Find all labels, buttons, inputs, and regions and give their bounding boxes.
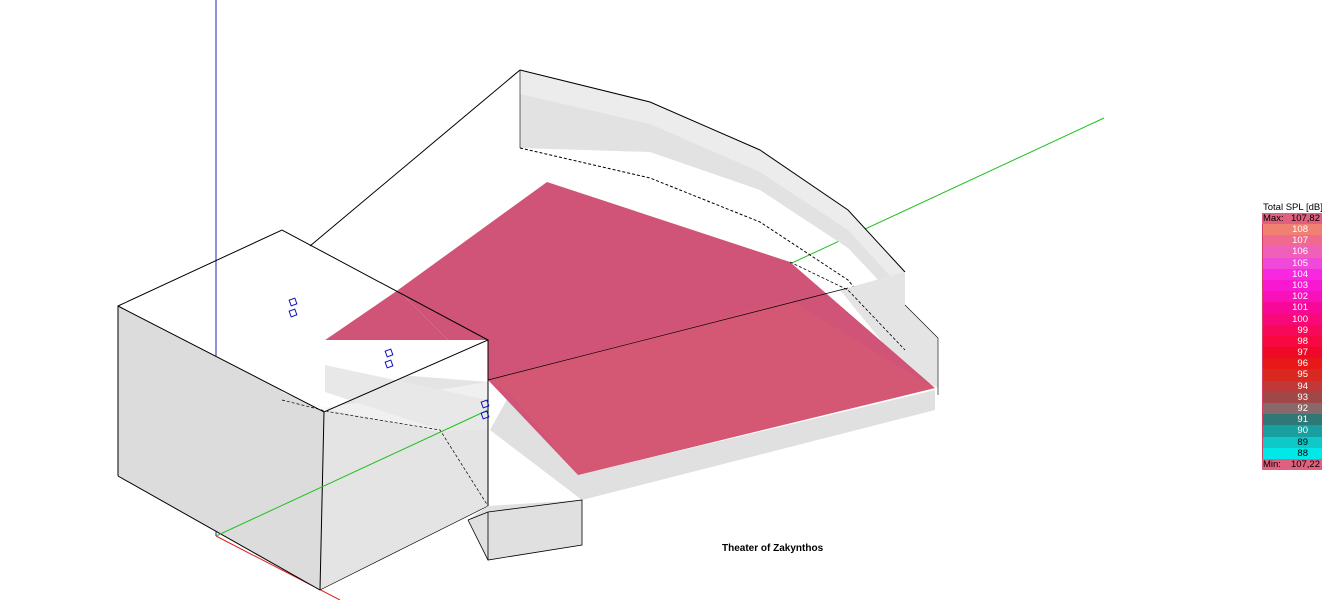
legend-level-label: 89: [1297, 436, 1308, 448]
legend-level-row: 104: [1262, 268, 1322, 280]
legend-level-row: 95: [1262, 369, 1322, 381]
legend-min-value: 107,22: [1290, 458, 1320, 470]
legend-level-label: 103: [1292, 279, 1308, 291]
y-axis-front: [215, 409, 489, 537]
stage-box-left-face: [118, 306, 324, 590]
roof-edge: [309, 69, 521, 247]
legend-level-label: 94: [1297, 380, 1308, 392]
legend-level-label: 98: [1297, 335, 1308, 347]
legend-level-label: 91: [1297, 414, 1308, 426]
stage-box-edge-bottom: [117, 475, 321, 591]
spl-seating-front-shade: [488, 300, 935, 475]
sound-source-icon[interactable]: [288, 297, 490, 420]
legend-level-row: 94: [1262, 380, 1322, 392]
legend-level-label: 92: [1297, 403, 1308, 414]
legend-level-label: 88: [1297, 447, 1308, 459]
legend-level-row: 100: [1262, 313, 1322, 325]
legend-level-label: 93: [1297, 391, 1308, 403]
legend-level-label: 101: [1292, 302, 1308, 314]
front-step-box: [468, 500, 582, 560]
stage-box-edge-front-vertical: [319, 411, 325, 591]
back-wall: [520, 70, 905, 308]
legend-level-label: 99: [1297, 324, 1308, 336]
legend-level-label: 104: [1292, 268, 1308, 280]
legend-level-label: 102: [1292, 291, 1308, 303]
proscenium-lower: [325, 365, 488, 430]
legend-level-row: 93: [1262, 391, 1322, 403]
legend-level-row: 108: [1262, 224, 1322, 236]
scene-caption: Theater of Zakynthos: [722, 543, 824, 554]
legend-min: Min: 107,22: [1262, 458, 1322, 470]
legend-level-row: 92: [1262, 403, 1322, 415]
legend-level-row: 103: [1262, 279, 1322, 292]
legend-title: Total SPL [dB]: [1263, 202, 1322, 213]
legend-level-label: 90: [1297, 425, 1308, 437]
legend-level-label: 106: [1292, 246, 1308, 258]
legend-level-row: 90: [1262, 425, 1322, 437]
legend-level-row: 88: [1262, 447, 1322, 459]
legend-level-row: 106: [1262, 246, 1322, 258]
legend-level-row: 97: [1262, 347, 1322, 359]
back-wall-top-edge: [519, 69, 906, 273]
seating-dashed: [789, 261, 906, 351]
legend-level-label: 100: [1292, 313, 1308, 325]
legend-level-row: 105: [1262, 257, 1322, 269]
legend-max-label: Max:: [1263, 213, 1284, 224]
right-step-edge: [904, 304, 939, 395]
legend-level-row: 98: [1262, 335, 1322, 348]
legend-level-label: 108: [1292, 224, 1308, 235]
legend-level-label: 107: [1292, 235, 1308, 247]
front-step-edges: [467, 499, 583, 561]
legend-level-row: 96: [1262, 358, 1322, 370]
seating-base: [490, 390, 935, 500]
stage-box-edges: [117, 229, 490, 476]
legend-max: Max: 107,82: [1262, 213, 1322, 224]
legend-level-row: 89: [1262, 436, 1322, 448]
stage-inner-dashed: [281, 399, 489, 507]
legend-level-row: 91: [1262, 414, 1322, 426]
back-wall-upper: [520, 70, 905, 292]
legend-level-row: 101: [1262, 302, 1322, 314]
legend-level-row: 107: [1262, 235, 1322, 247]
legend-min-label: Min:: [1263, 458, 1281, 470]
legend-level-row: 102: [1262, 291, 1322, 303]
right-step-wall: [840, 272, 938, 388]
legend-level-label: 96: [1297, 358, 1308, 370]
legend-level-label: 95: [1297, 369, 1308, 381]
legend-level-row: 99: [1262, 324, 1322, 336]
legend-max-value: 107,82: [1290, 213, 1320, 224]
legend-level-label: 105: [1292, 257, 1308, 269]
stage-box-edge-right-bottom: [319, 505, 489, 591]
legend-level-label: 97: [1297, 347, 1308, 359]
seating-mid-line: [487, 287, 849, 381]
